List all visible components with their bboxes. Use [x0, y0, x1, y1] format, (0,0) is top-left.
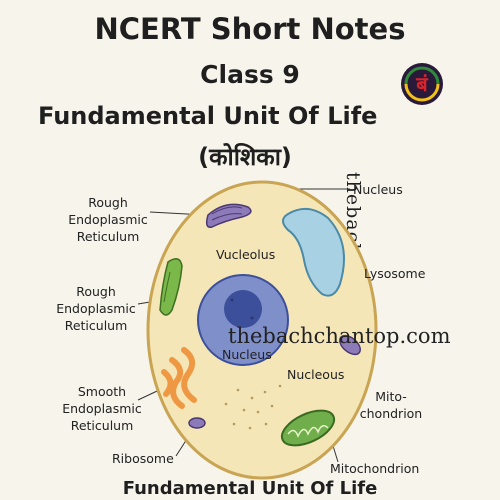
nucleolus-shape — [224, 290, 262, 328]
label-vucleolus: Vucleolus — [216, 247, 276, 262]
brand-logo-icon: बं — [401, 63, 443, 105]
center-watermark: thebachchantop.com — [228, 324, 451, 348]
rough-er-purple — [205, 203, 252, 228]
smooth-er-shape — [161, 347, 197, 409]
class-subtitle: Class 9 — [200, 60, 300, 89]
lysosome-shape — [282, 207, 345, 297]
label-mito: Mito-chondrion — [359, 389, 423, 421]
label-mitochondrion: Mitochondrion — [330, 461, 420, 476]
logo-glyph: बं — [415, 72, 429, 96]
topic-heading: Fundamental Unit Of Life — [38, 102, 378, 130]
label-nucleus-inner: Nucleus — [222, 347, 272, 362]
mitochondrion-shape — [280, 409, 336, 447]
label-lysosome: Lysosome — [364, 266, 426, 281]
vesicle-shape — [339, 334, 361, 356]
ribosome-shape — [188, 417, 206, 429]
cytoplasm-granules — [224, 384, 282, 430]
page-title: NCERT Short Notes — [94, 12, 406, 46]
rough-er-green — [159, 258, 183, 316]
topic-hindi: (कोशिका) — [198, 143, 292, 171]
footer-caption: Fundamental Unit Of Life — [122, 478, 378, 499]
label-nucleus-top: Nucleus — [353, 182, 403, 197]
label-ribosome: Ribosome — [112, 451, 174, 466]
label-nucleous: Nucleous — [287, 367, 345, 382]
